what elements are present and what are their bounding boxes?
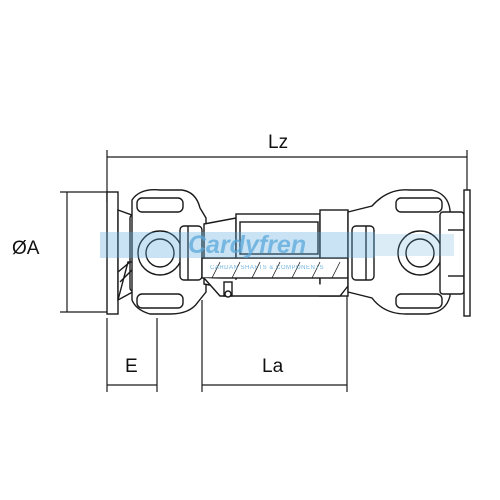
watermark: Cardyfren CARDAN SHAFTS & COMPONENTS: [100, 231, 454, 271]
right-universal-joint: [347, 189, 451, 315]
flange-offset-label: E: [125, 356, 138, 377]
right-flange: [439, 189, 471, 317]
shaft-tube: [201, 209, 349, 298]
flange-diameter-label: ØA: [12, 238, 40, 259]
watermark-tagline: CARDAN SHAFTS & COMPONENTS: [210, 265, 324, 271]
overall-length-label: Lz: [268, 132, 288, 153]
left-universal-joint: [131, 189, 207, 315]
watermark-brand: Cardyfren: [188, 231, 306, 259]
dimension-lines: [60, 150, 468, 392]
tube-length-label: La: [262, 356, 284, 377]
